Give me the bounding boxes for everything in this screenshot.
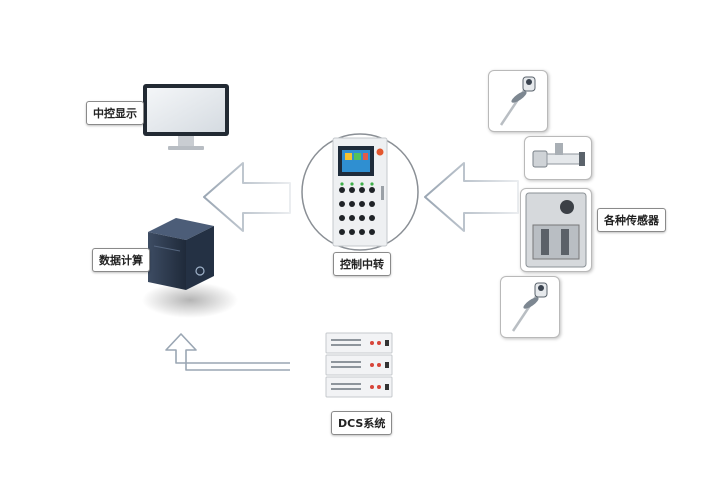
label-dcs: DCS系统 (331, 411, 393, 435)
sensor-thumb-cylinder (524, 136, 592, 180)
arrow-to-display (203, 162, 291, 232)
label-compute: 数据计算 (92, 248, 150, 272)
label-display: 中控显示 (86, 101, 144, 125)
monitor-icon (143, 84, 229, 150)
label-relay: 控制中转 (333, 252, 391, 276)
server-icon (142, 218, 238, 318)
label-sensors: 各种传感器 (597, 208, 666, 232)
probe-sensor-icon-2 (511, 282, 548, 332)
sensor-thumb-probe-2 (500, 276, 560, 338)
sensor-thumb-cabinet (520, 188, 592, 272)
cylinder-sensor-icon (532, 143, 585, 168)
arrow-dcs-to-compute (165, 333, 290, 371)
sensor-thumb-probe-1 (488, 70, 548, 132)
arrow-to-relay (424, 162, 519, 232)
dcs-rack-icon (325, 332, 393, 398)
control-cabinet (301, 133, 419, 251)
analyzer-box-icon (525, 192, 587, 268)
probe-sensor-icon (499, 76, 536, 126)
